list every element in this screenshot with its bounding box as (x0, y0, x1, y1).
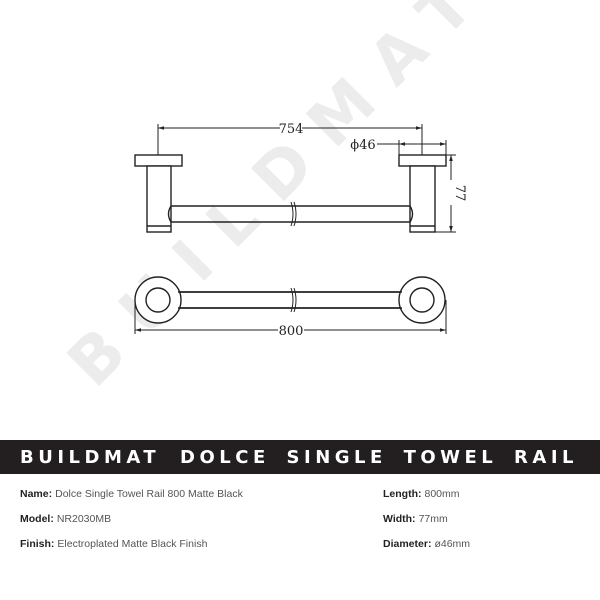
right-flange-inner (409, 287, 435, 313)
spec-column-left: Name:Dolce Single Towel Rail 800 Matte B… (20, 482, 243, 557)
svg-text:77: 77 (452, 185, 467, 202)
dimension-77 (435, 154, 456, 233)
spec-row-model: Model:NR2030MB (20, 513, 112, 525)
spec-column-right: Length:800mm Width:77mm Diameter:ø46mm (383, 482, 470, 557)
right-flange (398, 154, 447, 167)
svg-text:ϕ46: ϕ46 (350, 138, 375, 153)
spec-row-name: Name:Dolce Single Towel Rail 800 Matte B… (20, 488, 243, 500)
title-band: BUILDMAT DOLCE SINGLE TOWEL RAIL (0, 440, 600, 474)
spec-row-diameter: Diameter:ø46mm (383, 538, 471, 550)
technical-drawing: BUILDMAT 754 (54, 0, 504, 401)
product-title: DOLCE SINGLE TOWEL RAIL (180, 447, 578, 468)
spec-row-finish: Finish:Electroplated Matte Black Finish (20, 538, 208, 550)
svg-text:BUILDMAT: BUILDMAT (54, 0, 504, 401)
spec-row-length: Length:800mm (383, 488, 460, 500)
spec-row-width: Width:77mm (383, 513, 448, 525)
brand-name: BUILDMAT (20, 447, 161, 468)
right-post (409, 165, 436, 233)
dimension-phi46 (377, 140, 447, 155)
svg-text:754: 754 (279, 122, 304, 137)
svg-text:800: 800 (279, 324, 304, 339)
side-elevation (134, 154, 447, 233)
watermark: BUILDMAT (54, 0, 504, 401)
dimension-800 (134, 300, 447, 334)
left-flange (134, 154, 183, 167)
left-post (146, 165, 172, 233)
dimension-754 (157, 124, 423, 155)
left-flange-inner (145, 287, 171, 313)
